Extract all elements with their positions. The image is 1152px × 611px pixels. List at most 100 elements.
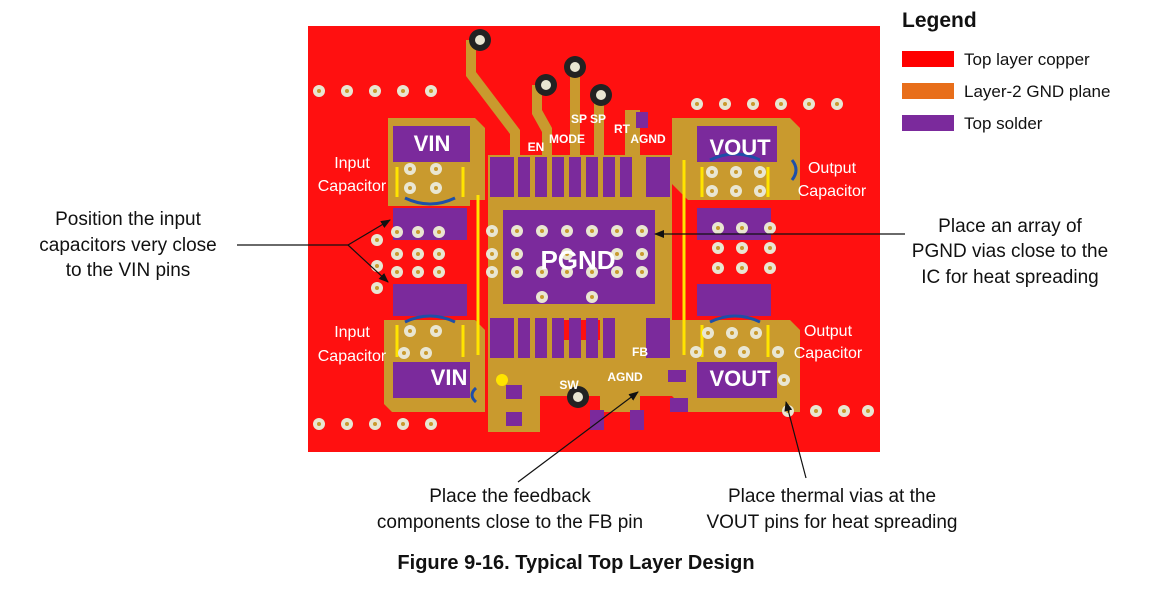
via-hole [408,329,412,333]
via-hole [540,270,544,274]
mode-trace [532,85,552,155]
legend-label-top-copper: Top layer copper [964,50,1090,69]
input-cap-bottom-line1: Input [334,324,370,341]
via-hole [751,102,755,106]
via-hole [401,89,405,93]
pin1-marker [496,374,508,386]
ic-pin-13 [552,318,564,358]
vout-bottom-solder [697,362,777,398]
ic-pin-16 [603,318,615,358]
via-hole [317,89,321,93]
legend-label-gnd-plane: Layer-2 GND plane [964,82,1111,101]
via-hole [842,409,846,413]
ic-pin-5 [569,157,581,197]
annotation-input-line2: capacitors very close [39,235,216,256]
via-hole [779,102,783,106]
via-hole [345,422,349,426]
via-hole [395,270,399,274]
output-cap-bottom-solder [697,284,771,316]
ic-pin-12 [535,318,547,358]
solder-shapes [393,112,777,430]
pin-label-mode: MODE [549,132,585,146]
annotation-leaders [237,219,905,483]
pgnd-label: PGND [540,245,615,275]
via-hole [401,422,405,426]
via-hole [615,270,619,274]
via-hole [434,167,438,171]
via-hole [540,295,544,299]
ic-pin-10 [490,318,514,358]
via-hole [375,238,379,242]
legend-swatch-top-solder [902,115,954,131]
via-hole [402,351,406,355]
vout-top-label: VOUT [709,135,771,160]
via-hole [565,270,569,274]
via-hole [565,252,569,256]
pin-label-en: EN [528,140,545,154]
via-hole [408,186,412,190]
sp1-trace [570,68,580,155]
via-hole [429,422,433,426]
annotation-thermal-line2: VOUT pins for heat spreading [706,512,957,533]
via-hole [740,266,744,270]
ic-pin-7 [603,157,615,197]
pin-label-sw: SW [559,378,579,392]
via-hole [515,252,519,256]
via-hole [807,102,811,106]
via-hole [395,230,399,234]
via-hole [758,170,762,174]
pin-label-agnd-bottom: AGND [607,370,643,384]
ic-pin-9 [646,157,670,197]
sp2-trace [594,92,604,155]
via-hole [615,229,619,233]
pin-label-rt: RT [614,122,631,136]
ic-pin-6 [586,157,598,197]
fb-comp-5 [668,370,686,382]
signal-via-hole [475,35,485,45]
via-array [313,29,874,430]
signal-via-hole [541,80,551,90]
via-hole [515,270,519,274]
via-hole [373,89,377,93]
annotation-pgnd-line2: PGND vias close to the [912,241,1108,262]
legend-label-top-solder: Top solder [964,114,1043,133]
via-hole [540,229,544,233]
via-hole [437,230,441,234]
via-hole [590,295,594,299]
via-hole [373,422,377,426]
via-hole [565,229,569,233]
vin-bottom-solder [393,362,470,398]
via-hole [429,89,433,93]
via-hole [695,102,699,106]
rt-pad [636,112,648,128]
via-hole [758,189,762,193]
ic-pin-4 [552,157,564,197]
via-hole [768,246,772,250]
fb-comp-1 [506,385,522,399]
output-cap-top-line1: Output [808,160,857,177]
via-hole [490,252,494,256]
figure-caption: Figure 9-16. Typical Top Layer Design [397,552,755,574]
via-hole [515,229,519,233]
via-hole [782,378,786,382]
via-hole [317,422,321,426]
vout-bottom-label: VOUT [709,366,771,391]
via-hole [734,189,738,193]
capacitor-edges [404,152,798,404]
ic-pin-17 [646,318,670,358]
pin-label-sp2: SP [590,112,606,126]
via-hole [768,266,772,270]
via-hole [416,230,420,234]
annotation-feedback-line2: components close to the FB pin [377,512,643,533]
via-hole [490,270,494,274]
via-hole [416,270,420,274]
via-hole [768,226,772,230]
output-cap-top-line2: Capacitor [798,183,867,200]
ic-pin-8 [620,157,632,197]
via-hole [706,331,710,335]
output-cap-bottom-line2: Capacitor [794,345,863,362]
via-hole [640,229,644,233]
legend-swatch-gnd-plane [902,83,954,99]
ic-pin-14 [569,318,581,358]
